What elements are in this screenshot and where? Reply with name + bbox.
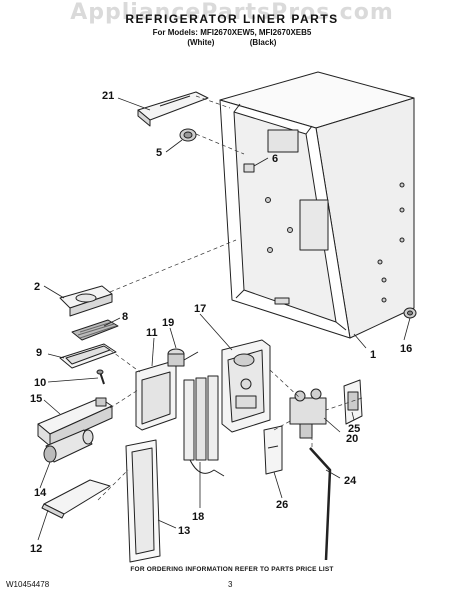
callout-26: 26: [276, 499, 288, 511]
part-9-plate: [59, 343, 117, 369]
part-21-duct-cover: [137, 91, 209, 127]
part-6-clip: [243, 163, 255, 173]
part-12-filter-door: [41, 479, 111, 519]
color-white-label: (White): [187, 38, 215, 47]
callout-5: 5: [156, 147, 162, 159]
callout-24: 24: [344, 475, 357, 487]
part-2-housing-cover: [59, 285, 113, 317]
callout-15: 15: [30, 393, 42, 405]
color-black-label: (Black): [249, 38, 277, 47]
model-list: For Models: MFI2670XEW5, MFI2670XEB5: [152, 28, 312, 37]
callout-1: 1: [370, 349, 376, 361]
document-number: W10454478: [6, 580, 50, 589]
part-10-screw: [96, 369, 105, 385]
callout-12: 12: [30, 543, 42, 555]
callout-25: 25: [348, 423, 360, 435]
callout-2: 2: [34, 281, 40, 293]
ordering-note: FOR ORDERING INFORMATION REFER TO PARTS …: [130, 566, 334, 573]
part-26-bracket: [263, 425, 283, 475]
part-11-bracket: [135, 361, 177, 431]
part-1-liner: [219, 71, 415, 339]
part-24-water-line: [309, 447, 332, 561]
callout-labels: 21 5 6 2 8 9 11 19 17 10 15 25 20 24 14 …: [30, 90, 412, 555]
part-15-filter-housing: [37, 397, 113, 447]
callout-14: 14: [34, 487, 47, 499]
callout-16: 16: [400, 343, 412, 355]
part-5-knob: [179, 128, 197, 142]
part-17-control-module: [221, 339, 271, 433]
callout-8: 8: [122, 311, 128, 323]
part-16-plug: [403, 307, 417, 319]
part-14-filter-cartridge: [43, 429, 94, 463]
part-19-fitting: [167, 348, 199, 367]
callout-21: 21: [102, 90, 114, 102]
part-13-panel: [125, 439, 161, 563]
callout-6: 6: [272, 153, 278, 165]
part-20-water-valve: [289, 388, 327, 439]
callout-20: 20: [346, 433, 358, 445]
page-title: REFRIGERATOR LINER PARTS: [125, 12, 339, 26]
callout-13: 13: [178, 525, 190, 537]
callout-9: 9: [36, 347, 42, 359]
header: REFRIGERATOR LINER PARTS For Models: MFI…: [0, 8, 464, 47]
color-labels: (White) (Black): [0, 38, 464, 47]
part-8-filter-grid: [71, 319, 119, 341]
alignment-lines: [97, 95, 363, 501]
watermark: AppliancePartsPros.com: [70, 0, 394, 25]
part-18-tubing: [183, 375, 225, 477]
page-number: 3: [228, 580, 233, 589]
callout-17: 17: [194, 303, 206, 315]
callout-11: 11: [146, 327, 158, 339]
callout-19: 19: [162, 317, 174, 329]
callout-18: 18: [192, 511, 204, 523]
callout-10: 10: [34, 377, 46, 389]
leader-lines: [37, 97, 411, 541]
